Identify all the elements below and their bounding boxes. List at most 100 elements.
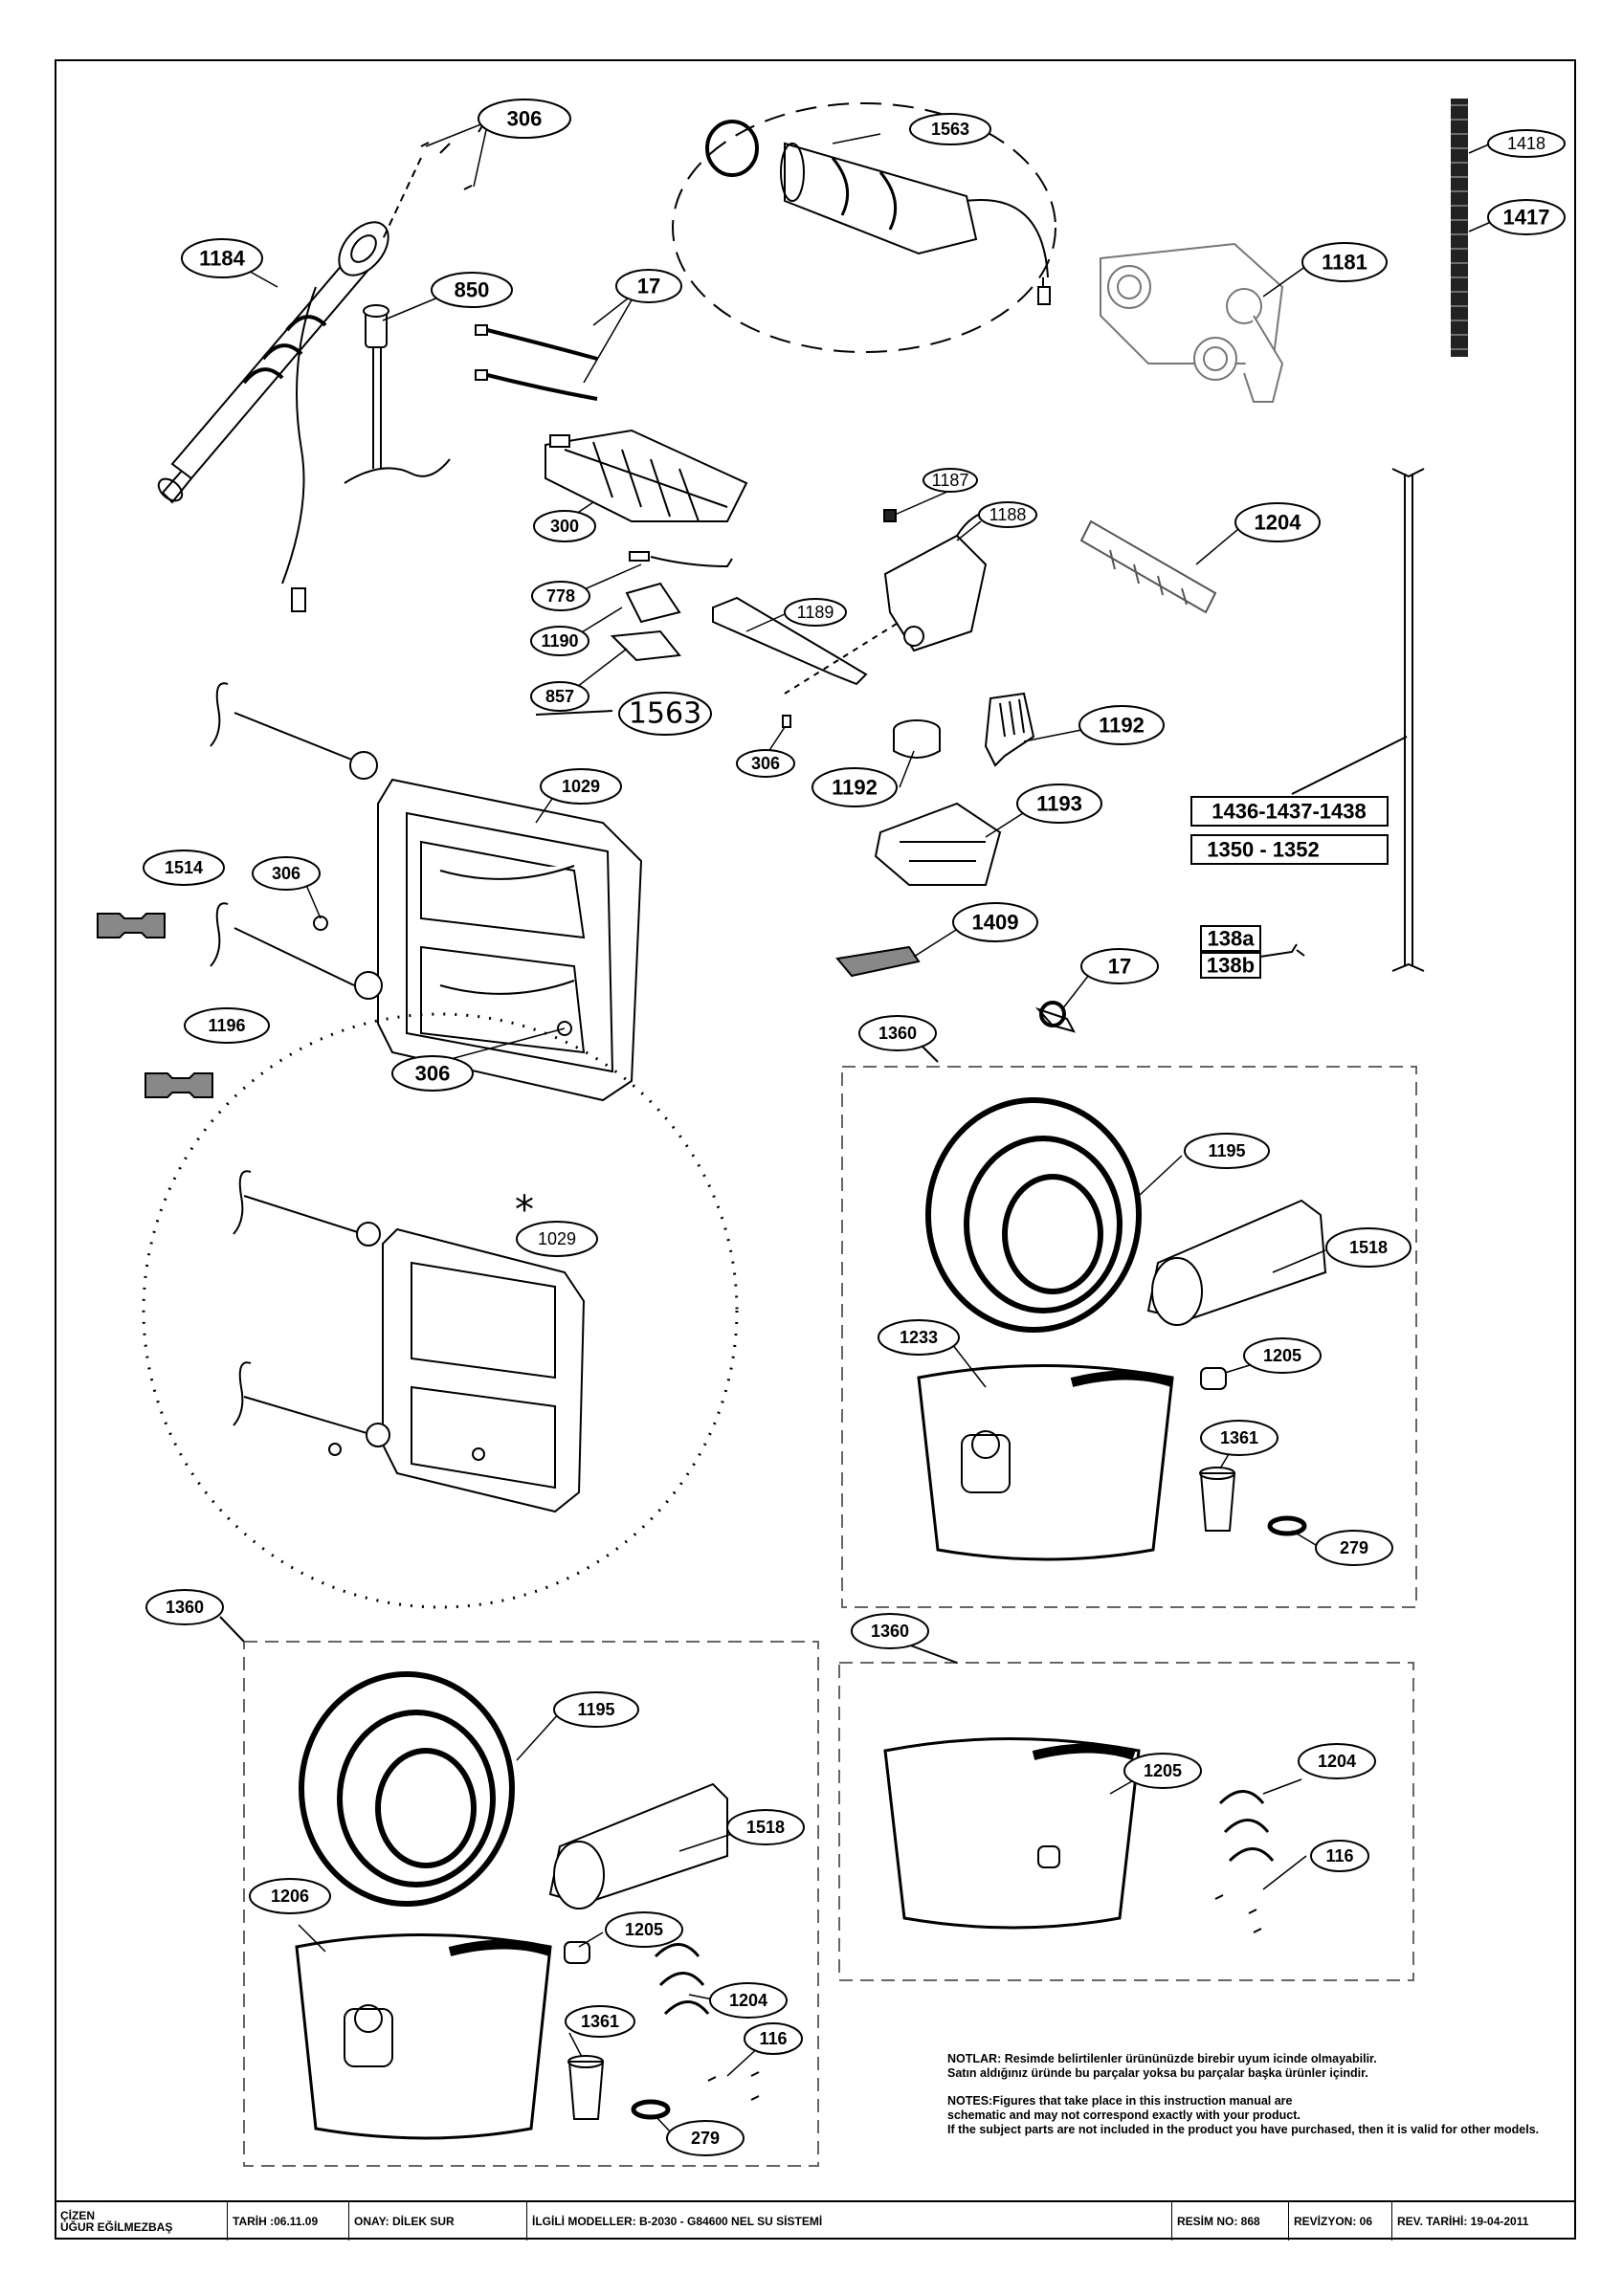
approval-value: ONAY: DİLEK SUR <box>354 2215 455 2228</box>
callout-1563-large: 1563 <box>629 697 701 731</box>
drawn-by-label: ÇİZEN <box>60 2209 95 2222</box>
callout-1184: 1184 <box>199 247 245 271</box>
title-block: ÇİZEN UĞUR EĞİLMEZBAŞ TARİH :06.11.09 ON… <box>56 2200 1575 2241</box>
callout-1189: 1189 <box>797 603 834 622</box>
callout-306: 306 <box>751 754 780 773</box>
small-parts-778-1190-857 <box>535 551 733 716</box>
drawing-frame <box>55 59 1576 2240</box>
parts-1187-1188-1189 <box>712 509 1025 728</box>
callout-1518: 1518 <box>1349 1238 1388 1257</box>
callout-306: 306 <box>415 1062 451 1086</box>
drawing-no-cell: RESİM NO: 868 <box>1172 2202 1289 2241</box>
callout-1188: 1188 <box>989 505 1027 524</box>
part-1193-dispenser-unit <box>874 802 1002 886</box>
date-value: TARİH :06.11.09 <box>233 2215 319 2228</box>
callout-1418: 1418 <box>1507 134 1545 153</box>
callout-1187: 1187 <box>932 471 969 490</box>
callout-1029: 1029 <box>538 1229 576 1248</box>
part-1181-solenoid-valve <box>1100 242 1284 403</box>
parts-1192 <box>893 692 1035 767</box>
revision-cell: REVİZYON: 06 <box>1289 2202 1392 2241</box>
hose-1436-1438 <box>1259 468 1425 972</box>
callout-1204: 1204 <box>1255 511 1302 535</box>
kit-1360-box-small <box>838 1637 1414 1981</box>
date-cell: TARİH :06.11.09 <box>228 2202 349 2241</box>
part-300-connector-block <box>545 429 748 522</box>
drawn-by-name: UĞUR EĞİLMEZBAŞ <box>60 2220 173 2234</box>
part-17-cable-ties <box>475 324 598 401</box>
part-17-pipe-clamp <box>1034 1001 1076 1033</box>
callout-1204: 1204 <box>1318 1752 1356 1771</box>
kit-1360-box-right <box>841 1037 1417 1608</box>
callout-138a: 138a <box>1208 927 1256 951</box>
callout-857: 857 <box>545 687 574 706</box>
part-1417-1418-seal-strip <box>1451 99 1468 357</box>
callout-17: 17 <box>1108 955 1131 979</box>
callout-1181: 1181 <box>1322 251 1367 275</box>
callout-1360: 1360 <box>878 1024 917 1043</box>
callout-1190: 1190 <box>541 631 578 651</box>
callout-279: 279 <box>1340 1538 1368 1557</box>
notes-block: NOTLAR: Resimde belirtilenler ürününüzde… <box>947 2052 1579 2137</box>
callout-1193: 1193 <box>1036 792 1082 816</box>
callout-1350-1352: 1350 - 1352 <box>1207 838 1319 862</box>
notes-en-line2: schematic and may not correspond exactly… <box>947 2108 1301 2122</box>
models-value: İLGİLİ MODELLER: B-2030 - G84600 NEL SU … <box>532 2215 823 2228</box>
kit-1360-box-left <box>219 1616 819 2167</box>
callout-1205: 1205 <box>625 1920 663 1939</box>
notes-tr-line1: NOTLAR: Resimde belirtilenler ürününüzde… <box>947 2052 1377 2065</box>
callout-138b: 138b <box>1207 954 1255 978</box>
part-1029-tank <box>210 682 643 1102</box>
drawn-by-cell: ÇİZEN UĞUR EĞİLMEZBAŞ <box>56 2202 228 2241</box>
callout-labels: 306 1563 1418 1417 1184 850 17 1181 300 … <box>165 107 1550 2149</box>
approval-cell: ONAY: DİLEK SUR <box>349 2202 527 2241</box>
callout-1436-1437-1438: 1436-1437-1438 <box>1212 800 1366 824</box>
callout-1192: 1192 <box>1099 714 1145 738</box>
part-1204-clip-top <box>1079 519 1217 614</box>
screws-306-top <box>382 123 484 240</box>
callout-116: 116 <box>1325 1846 1353 1866</box>
drawing-no-value: RESİM NO: 868 <box>1177 2215 1260 2228</box>
notes-en-line3: If the subject parts are not included in… <box>947 2123 1540 2136</box>
revision-value: REVİZYON: 06 <box>1294 2215 1373 2228</box>
callout-279: 279 <box>691 2129 720 2148</box>
part-850-sensor <box>344 304 451 484</box>
callout-116: 116 <box>759 2029 787 2048</box>
notes-tr-line2: Satın aldığınız üründe bu parçalar yoksa… <box>947 2066 1368 2080</box>
callout-1360: 1360 <box>166 1598 204 1617</box>
callout-1233: 1233 <box>900 1328 938 1347</box>
notes-en-line1: NOTES:Figures that take place in this in… <box>947 2094 1293 2108</box>
callout-1206: 1206 <box>271 1887 309 1906</box>
models-cell: İLGİLİ MODELLER: B-2030 - G84600 NEL SU … <box>527 2202 1172 2241</box>
callout-1518: 1518 <box>746 1818 785 1837</box>
callout-1205: 1205 <box>1263 1346 1301 1365</box>
callout-1563: 1563 <box>931 120 969 139</box>
callout-1205: 1205 <box>1144 1761 1182 1780</box>
callout-306: 306 <box>272 864 300 883</box>
part-1184-heater-rod <box>157 221 389 612</box>
callout-1029: 1029 <box>562 777 600 796</box>
rev-date-value: REV. TARİHİ: 19-04-2011 <box>1397 2215 1529 2228</box>
callout-1409: 1409 <box>972 911 1019 935</box>
part-1563-handle-group <box>672 102 1056 353</box>
callout-850: 850 <box>455 278 490 302</box>
leader-lines <box>229 121 1492 2132</box>
callout-1195: 1195 <box>1208 1141 1245 1160</box>
callout-1195: 1195 <box>577 1700 614 1719</box>
part-1409-cover <box>835 945 921 978</box>
callout-1204: 1204 <box>729 1991 767 2010</box>
callout-1361: 1361 <box>581 2012 619 2031</box>
callout-boxes <box>1190 796 1389 979</box>
part-1029-alt-tank <box>142 1012 739 1609</box>
callout-bubbles <box>143 99 1566 2156</box>
callout-1196: 1196 <box>208 1016 245 1035</box>
callout-300: 300 <box>550 517 579 536</box>
rev-date-cell: REV. TARİHİ: 19-04-2011 <box>1392 2202 1575 2241</box>
callout-1417: 1417 <box>1503 206 1550 230</box>
callout-1514: 1514 <box>165 858 203 877</box>
asterisk-mark: * <box>515 1188 534 1232</box>
callout-17: 17 <box>637 275 660 298</box>
callout-1192: 1192 <box>832 776 878 800</box>
callout-778: 778 <box>546 586 575 606</box>
